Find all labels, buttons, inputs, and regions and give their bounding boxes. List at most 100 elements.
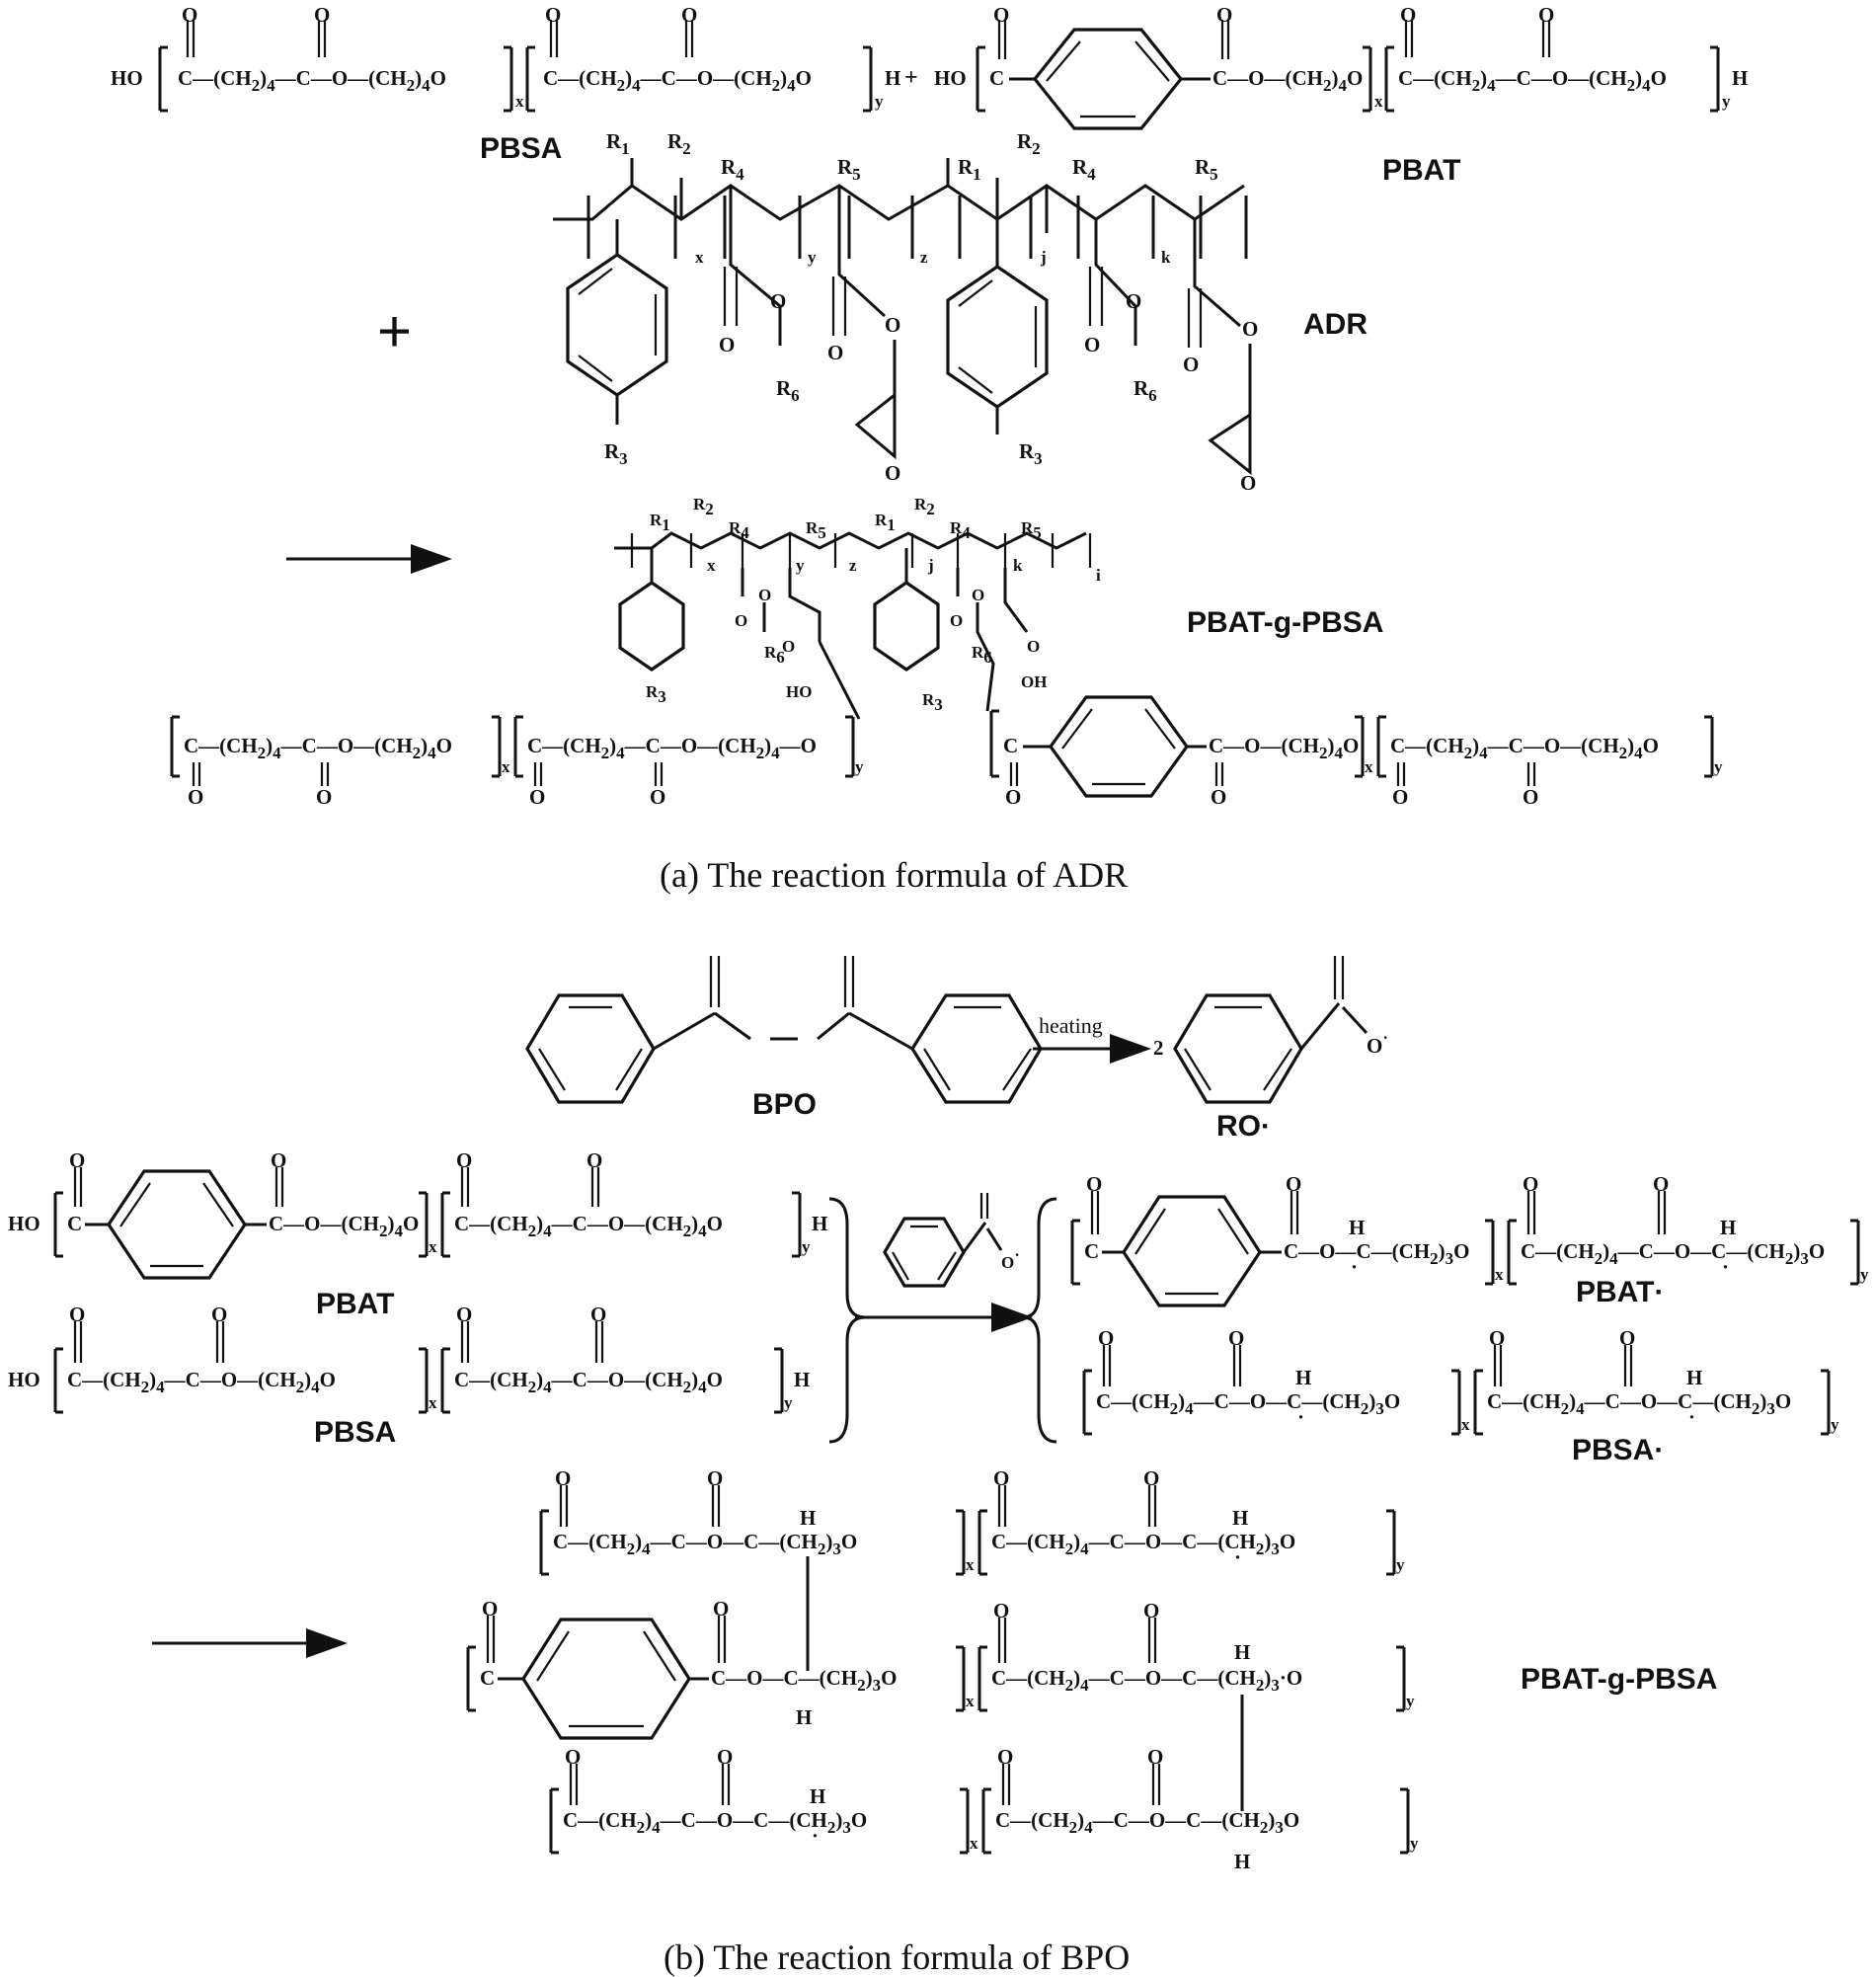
svg-text:O: O (782, 637, 795, 656)
svg-text:O: O (1523, 785, 1538, 809)
svg-text:R3: R3 (922, 690, 943, 714)
pbat-radical: C O C—O—C—(CH2)3O O H · x C—(CH2)4—C—O—C… (1070, 1172, 1869, 1307)
right-brace (1022, 1197, 1057, 1444)
svg-text:O: O (1098, 1326, 1114, 1350)
svg-text:H: H (1295, 1366, 1311, 1389)
label-adr: ADR (1303, 308, 1368, 341)
svg-text:C—(CH2)4—C—O—C—(CH2)3O: C—(CH2)4—C—O—C—(CH2)3O (1096, 1389, 1400, 1418)
svg-text:O: O (758, 586, 771, 604)
svg-text:R1: R1 (650, 511, 670, 534)
svg-text:R2: R2 (693, 495, 714, 518)
svg-text:O: O (565, 1745, 581, 1769)
left-brace (828, 1197, 866, 1444)
svg-text:·: · (1351, 1255, 1358, 1279)
svg-text:O: O (1489, 1326, 1505, 1350)
caption-b: (b) The reaction formula of BPO (664, 1937, 1130, 1977)
svg-text:O: O (1216, 3, 1232, 27)
svg-text:O: O (1286, 1172, 1301, 1196)
svg-text:O: O (590, 1303, 606, 1326)
svg-text:O: O (586, 1148, 602, 1172)
svg-text:x: x (1461, 1415, 1470, 1434)
svg-text:O: O (69, 1148, 85, 1172)
svg-text:C: C (480, 1666, 495, 1690)
svg-text:z: z (920, 248, 928, 267)
svg-text:HO: HO (8, 1368, 40, 1391)
svg-text:y: y (855, 757, 864, 776)
svg-text:C—O—(CH2)4O: C—O—(CH2)4O (1209, 734, 1359, 762)
svg-text:x: x (970, 1834, 978, 1853)
svg-text:H: H (810, 1784, 825, 1808)
svg-text:O: O (1228, 1326, 1244, 1350)
svg-text:z: z (849, 556, 857, 575)
svg-text:C—O—C—(CH2)3O: C—O—C—(CH2)3O (711, 1666, 898, 1695)
svg-text:y: y (808, 248, 817, 267)
svg-text:x: x (1495, 1265, 1504, 1284)
svg-text:O: O (1183, 353, 1199, 376)
svg-text:O: O (1084, 333, 1100, 356)
svg-text:O: O (1005, 785, 1021, 809)
svg-text:x: x (1374, 92, 1383, 111)
svg-text:y: y (1396, 1555, 1405, 1574)
svg-text:H: H (800, 1506, 816, 1530)
svg-text:O: O (1147, 1745, 1163, 1769)
svg-text:H: H (796, 1705, 812, 1729)
svg-text:O: O (1619, 1326, 1635, 1350)
coefficient-2: 2 (1153, 1036, 1164, 1060)
svg-text:R6: R6 (776, 376, 800, 405)
svg-text:·: · (1297, 1405, 1304, 1429)
svg-text:x: x (429, 1237, 437, 1256)
svg-text:O: O (271, 1148, 286, 1172)
svg-text:R3: R3 (646, 682, 666, 706)
svg-text:O: O (1538, 3, 1554, 27)
svg-text:O: O (650, 785, 665, 809)
svg-text:R6: R6 (1133, 376, 1157, 405)
svg-text:R2: R2 (667, 129, 691, 158)
svg-text:C: C (989, 66, 1004, 90)
graft-row-2: C O C—O—C—(CH2)3O O H x C—(CH2)4—C—O—C—(… (466, 1597, 1415, 1811)
svg-text:R5: R5 (837, 155, 861, 184)
svg-text:R3: R3 (604, 439, 628, 468)
svg-text:O: O (681, 3, 697, 27)
svg-text:O: O (993, 3, 1009, 27)
svg-text:H: H (1732, 66, 1748, 90)
svg-text:C—O—C—(CH2)3O: C—O—C—(CH2)3O (1284, 1239, 1470, 1268)
svg-text:k: k (1161, 248, 1171, 267)
svg-text:R6: R6 (764, 643, 785, 667)
svg-text:O: O (316, 785, 332, 809)
svg-text:O: O (770, 289, 786, 313)
svg-text:R4: R4 (1072, 155, 1096, 184)
svg-text:O: O (950, 611, 963, 630)
svg-text:y: y (1831, 1415, 1839, 1434)
svg-text:·: · (1688, 1405, 1695, 1429)
svg-text:C—(CH2)4—C—O—C—(CH2)3·O: C—(CH2)4—C—O—C—(CH2)3·O (991, 1666, 1302, 1695)
svg-text:O: O (314, 3, 330, 27)
svg-text:O: O (555, 1466, 571, 1490)
svg-text:O: O (1653, 1172, 1669, 1196)
svg-text:j: j (927, 556, 934, 575)
svg-text:y: y (1406, 1692, 1415, 1710)
svg-text:R2: R2 (1017, 129, 1041, 158)
svg-text:O: O (456, 1303, 472, 1326)
label-pbsa: PBSA (480, 132, 562, 165)
svg-text:O: O (1392, 785, 1408, 809)
svg-text:x: x (966, 1555, 975, 1574)
svg-text:O: O (188, 785, 203, 809)
svg-text:R6: R6 (972, 643, 992, 667)
svg-text:y: y (784, 1393, 793, 1412)
plus-inline: + (904, 65, 918, 91)
svg-text:C: C (1003, 734, 1018, 757)
svg-text:H: H (812, 1212, 827, 1235)
svg-text:O: O (1242, 317, 1258, 341)
svg-text:HO: HO (786, 682, 812, 701)
svg-text:O: O (713, 1597, 729, 1621)
svg-text:C: C (67, 1212, 82, 1235)
svg-text:C—(CH2)4—C—O—C—(CH2)3O: C—(CH2)4—C—O—C—(CH2)3O (553, 1530, 857, 1558)
heating-label: heating (1039, 1013, 1103, 1038)
svg-text:R5: R5 (1021, 518, 1042, 542)
